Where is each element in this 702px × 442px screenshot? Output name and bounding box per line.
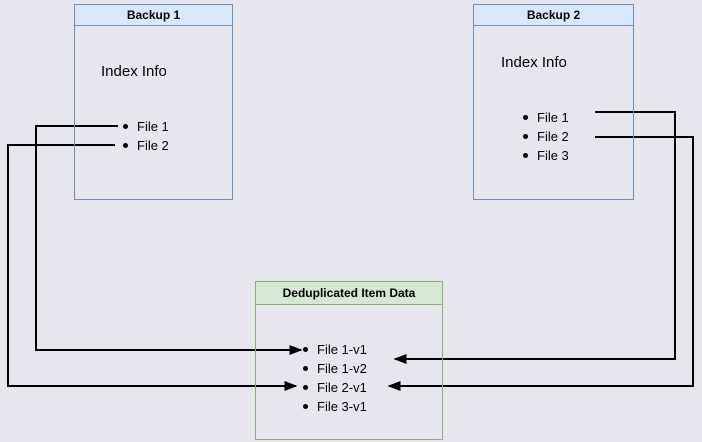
list-item: File 2 — [123, 136, 169, 155]
bullet-icon — [303, 366, 308, 371]
list-item: File 1-v1 — [303, 340, 367, 359]
backup1-index-info-label: Index Info — [101, 63, 167, 80]
backup2-box: Backup 2 Index Info File 1 File 2 File 3 — [473, 4, 634, 200]
deduplicated-item-data-box: Deduplicated Item Data File 1-v1 File 1-… — [255, 281, 443, 440]
backup2-index-info-label: Index Info — [501, 54, 567, 71]
file-label: File 2 — [137, 138, 169, 153]
file-label: File 1-v1 — [317, 342, 367, 357]
bullet-icon — [523, 115, 528, 120]
backup1-title: Backup 1 — [75, 5, 232, 26]
backup2-file-list: File 1 File 2 File 3 — [523, 108, 569, 165]
list-item: File 1 — [523, 108, 569, 127]
file-label: File 1 — [137, 119, 169, 134]
bullet-icon — [123, 143, 128, 148]
list-item: File 3 — [523, 146, 569, 165]
bullet-icon — [123, 124, 128, 129]
bullet-icon — [303, 404, 308, 409]
file-label: File 2 — [537, 129, 569, 144]
file-label: File 2-v1 — [317, 380, 367, 395]
backup2-title: Backup 2 — [474, 5, 633, 26]
backup1-box: Backup 1 Index Info File 1 File 2 — [74, 4, 233, 200]
bullet-icon — [303, 385, 308, 390]
dedup-item-list: File 1-v1 File 1-v2 File 2-v1 File 3-v1 — [303, 340, 367, 416]
file-label: File 3-v1 — [317, 399, 367, 414]
list-item: File 1 — [123, 117, 169, 136]
file-label: File 3 — [537, 148, 569, 163]
bullet-icon — [523, 153, 528, 158]
list-item: File 3-v1 — [303, 397, 367, 416]
bullet-icon — [303, 347, 308, 352]
list-item: File 2-v1 — [303, 378, 367, 397]
list-item: File 1-v2 — [303, 359, 367, 378]
bullet-icon — [523, 134, 528, 139]
file-label: File 1-v2 — [317, 361, 367, 376]
list-item: File 2 — [523, 127, 569, 146]
dedup-title: Deduplicated Item Data — [256, 282, 442, 305]
backup1-file-list: File 1 File 2 — [123, 117, 169, 155]
file-label: File 1 — [537, 110, 569, 125]
